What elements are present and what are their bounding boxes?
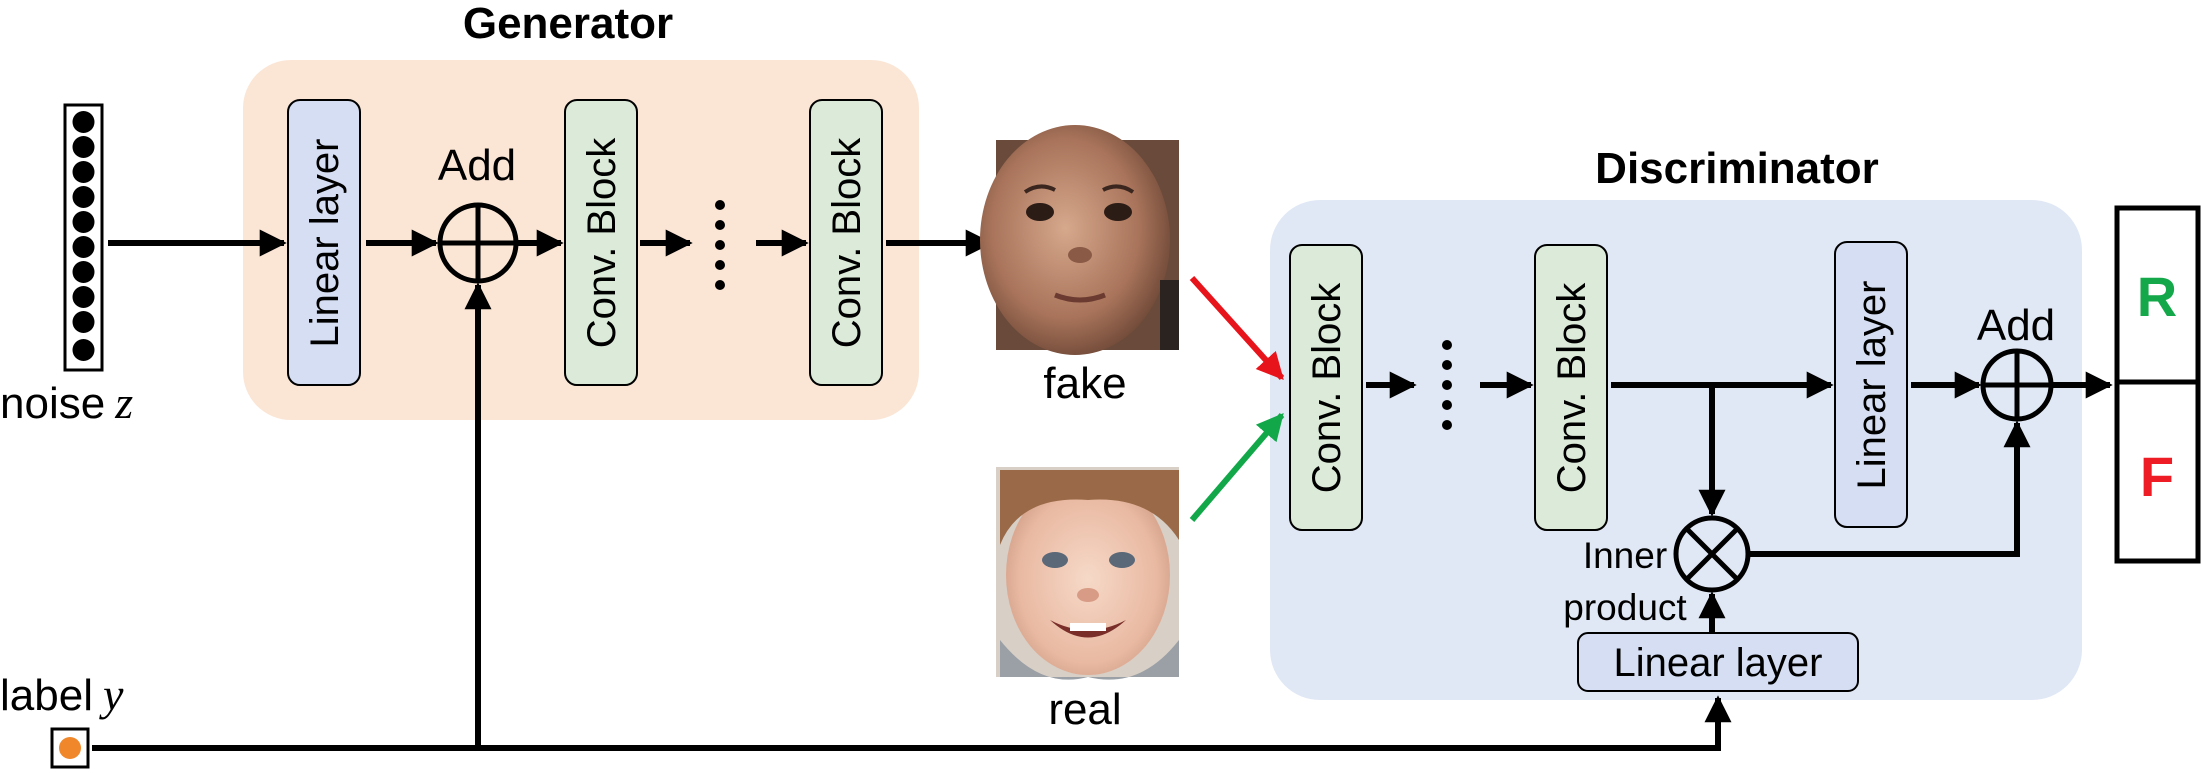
svg-text:Linear layer: Linear layer	[1850, 280, 1894, 489]
gen-linear-layer: Linear layer	[287, 99, 361, 386]
disc-ellipsis	[1442, 340, 1452, 430]
gen-add-label: Add	[438, 141, 516, 190]
fake-label: fake	[1043, 359, 1126, 408]
svg-text:Linear layer: Linear layer	[303, 138, 347, 347]
output-box	[2114, 205, 2201, 564]
label-dot	[59, 737, 81, 759]
disc-conv-block-2: Conv. Block	[1534, 244, 1608, 531]
disc-linear-layer: Linear layer	[1834, 241, 1908, 528]
product-label: product	[1563, 587, 1687, 628]
discriminator-title: Discriminator	[1595, 144, 1879, 193]
disc-conv-block-1: Conv. Block	[1289, 244, 1363, 531]
arrow-inner-to-add	[1748, 420, 2031, 557]
label-bottom-line	[92, 695, 1732, 751]
arrow-real-to-disc	[1189, 412, 1285, 522]
noise-vector	[63, 103, 104, 372]
svg-text:Conv. Block: Conv. Block	[580, 137, 624, 348]
arrow-fake-to-disc	[1189, 275, 1285, 381]
inner-label: Inner	[1583, 535, 1667, 576]
svg-text:Linear layer: Linear layer	[1613, 641, 1822, 685]
svg-text:Conv. Block: Conv. Block	[1550, 282, 1594, 493]
disc-add-label: Add	[1977, 301, 2055, 350]
output-real: R	[2137, 265, 2177, 328]
gen-conv-block-2: Conv. Block	[809, 99, 883, 386]
disc-add-circle	[1980, 348, 2054, 422]
gen-add-circle	[437, 202, 519, 284]
real-label: real	[1048, 685, 1121, 734]
output-fake: F	[2140, 445, 2174, 508]
label-embedding-linear: Linear layer	[1577, 632, 1859, 692]
generator-title: Generator	[463, 0, 673, 48]
svg-text:Conv. Block: Conv. Block	[1305, 282, 1349, 493]
gen-ellipsis	[715, 200, 725, 290]
gen-conv-block-1: Conv. Block	[564, 99, 638, 386]
fake-face-image	[980, 125, 1179, 355]
real-face-image	[996, 467, 1179, 680]
svg-text:Conv. Block: Conv. Block	[825, 137, 869, 348]
